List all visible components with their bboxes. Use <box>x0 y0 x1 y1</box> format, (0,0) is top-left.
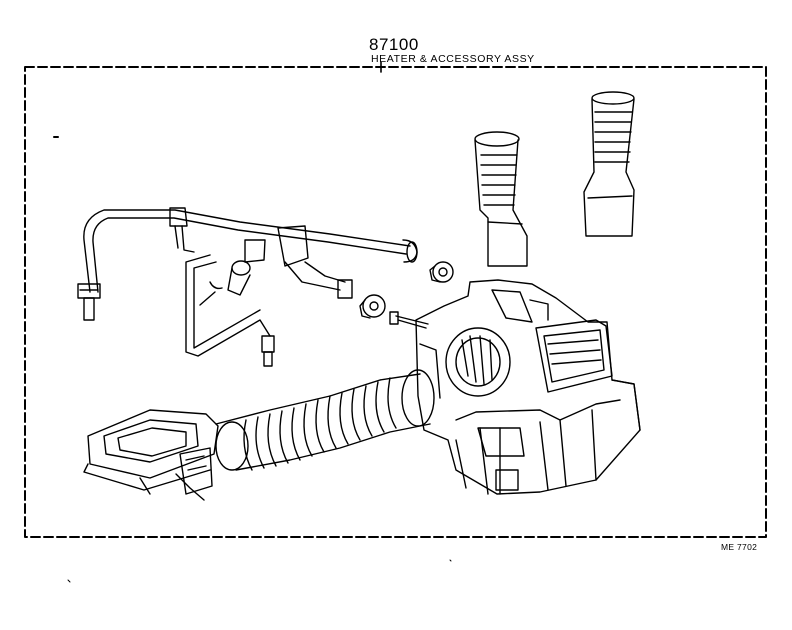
part-number: 87100 <box>369 35 419 54</box>
heater-unit <box>416 280 640 494</box>
water-valve <box>186 226 352 366</box>
part-name: HEATER & ACCESSORY ASSY <box>371 53 535 65</box>
grommet-lower <box>360 295 385 318</box>
scan-marks <box>54 137 451 582</box>
air-outlet-register <box>84 410 218 500</box>
screw <box>390 312 428 328</box>
air-duct-hose <box>216 370 434 470</box>
defroster-duct-right <box>584 92 634 236</box>
reference-code: ME 7702 <box>721 542 758 552</box>
heater-water-pipe <box>78 208 417 320</box>
diagram-frame <box>25 62 766 537</box>
grommet-upper <box>430 262 453 282</box>
defroster-duct-left <box>475 132 527 266</box>
